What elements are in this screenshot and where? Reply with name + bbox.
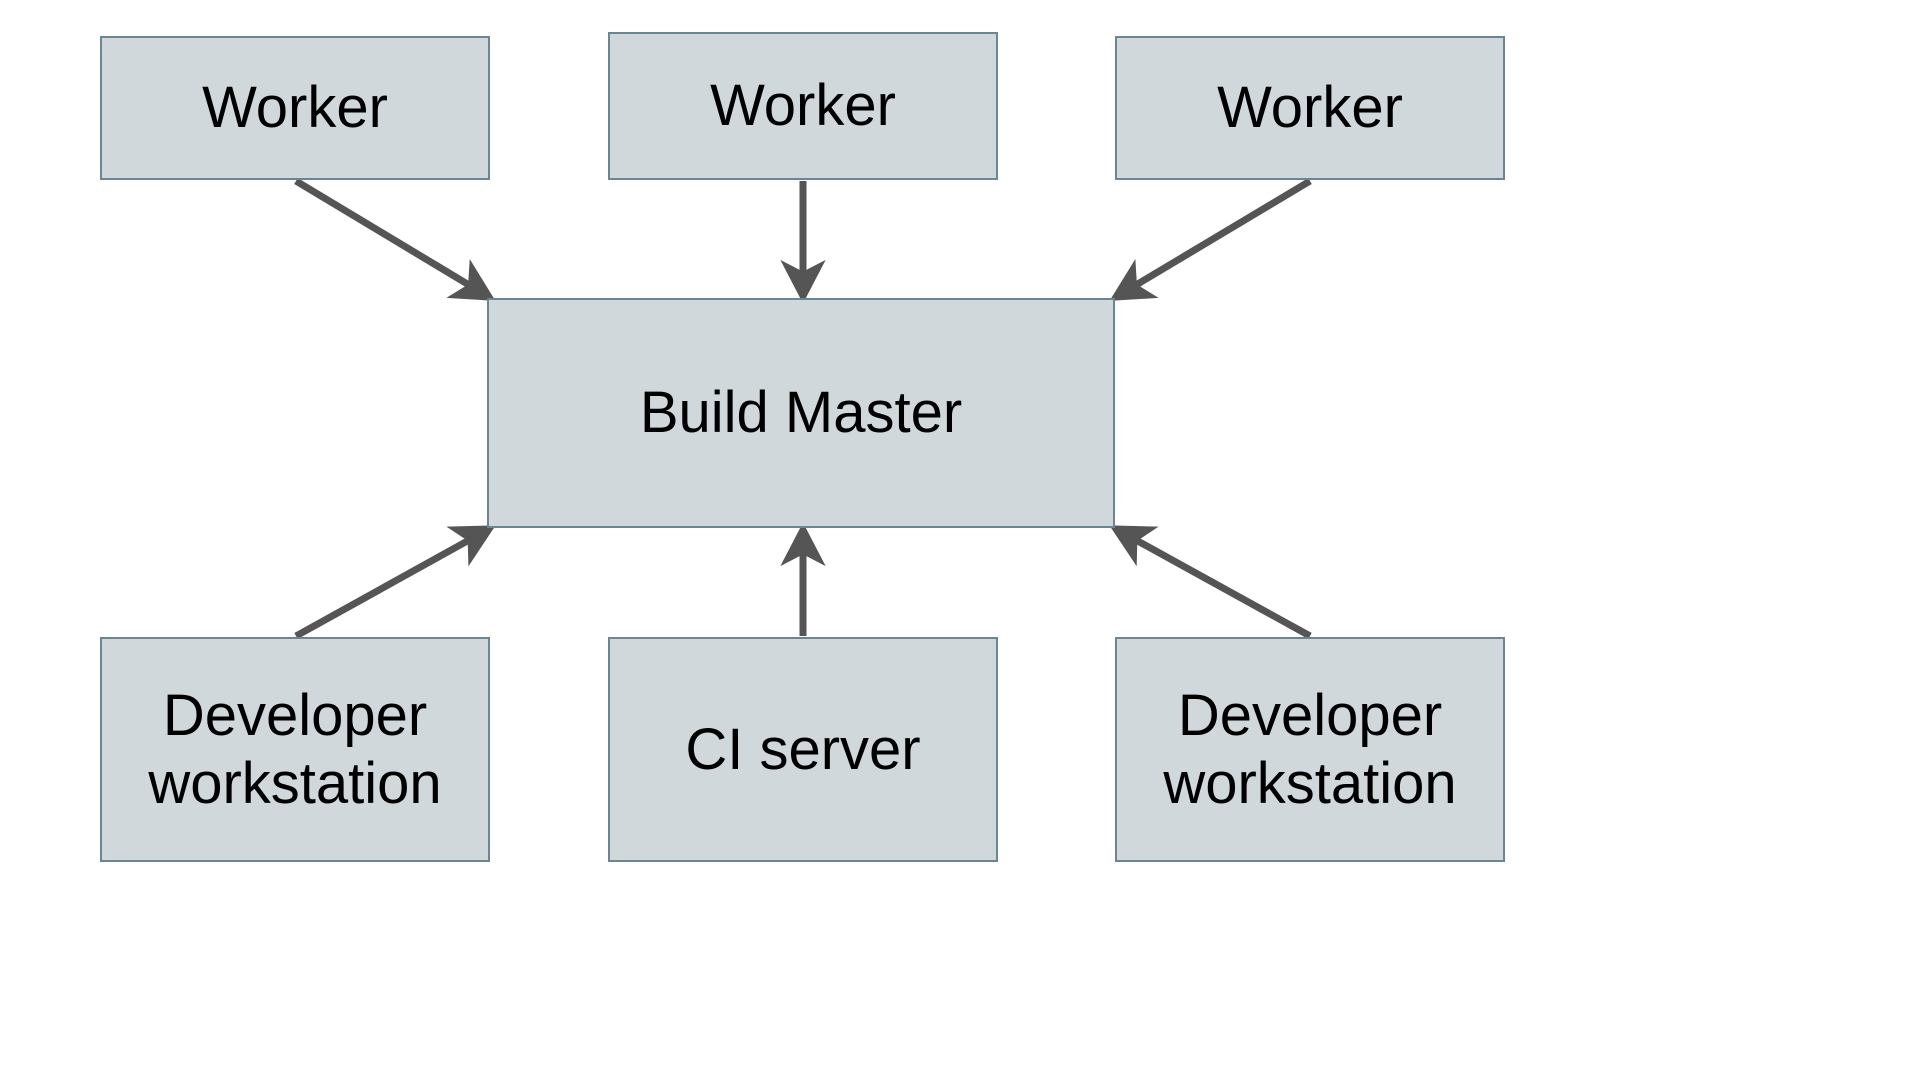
node-build-master[interactable]: Build Master — [487, 298, 1115, 528]
node-developer-workstation-left-label: Developer workstation — [148, 683, 442, 816]
node-worker-right[interactable]: Worker — [1115, 36, 1505, 180]
edge-worker-right-to-build-master — [1109, 177, 1312, 301]
node-worker-left-label: Worker — [202, 75, 388, 141]
node-developer-workstation-left[interactable]: Developer workstation — [100, 637, 490, 862]
node-ci-server[interactable]: CI server — [608, 637, 998, 862]
node-worker-left[interactable]: Worker — [100, 36, 490, 180]
node-worker-mid-label: Worker — [710, 73, 896, 139]
node-developer-workstation-right-label: Developer workstation — [1163, 683, 1457, 816]
node-build-master-label: Build Master — [639, 380, 963, 446]
node-worker-mid[interactable]: Worker — [608, 32, 998, 180]
node-developer-workstation-right[interactable]: Developer workstation — [1115, 637, 1505, 862]
edge-dev-left-to-build-master — [294, 525, 496, 640]
edge-worker-left-to-build-master — [294, 178, 496, 301]
node-worker-right-label: Worker — [1217, 75, 1403, 141]
node-ci-server-label: CI server — [685, 716, 921, 782]
edge-dev-right-to-build-master — [1109, 525, 1312, 640]
